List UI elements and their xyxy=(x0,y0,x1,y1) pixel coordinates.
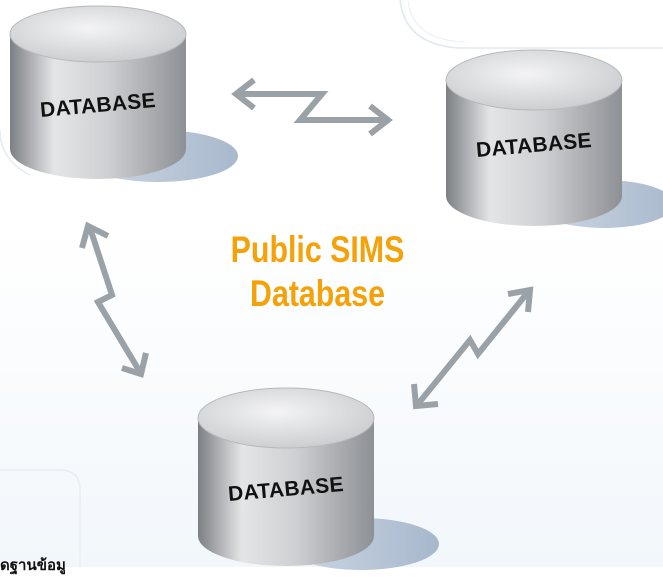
database-top-right: DATABASE xyxy=(444,48,663,228)
title-line-1: Public SIMS xyxy=(230,229,405,270)
database-cylinder-icon xyxy=(445,49,663,228)
database-cylinder-icon xyxy=(197,387,439,570)
diagram-title: Public SIMS Database xyxy=(205,228,431,317)
title-line-2: Database xyxy=(250,273,385,315)
database-bottom: DATABASE xyxy=(196,386,439,571)
footer-text-fragment: ดฐานข้อมู xyxy=(0,556,66,574)
database-top-left: DATABASE xyxy=(8,4,238,184)
database-cylinder-icon xyxy=(9,5,238,182)
